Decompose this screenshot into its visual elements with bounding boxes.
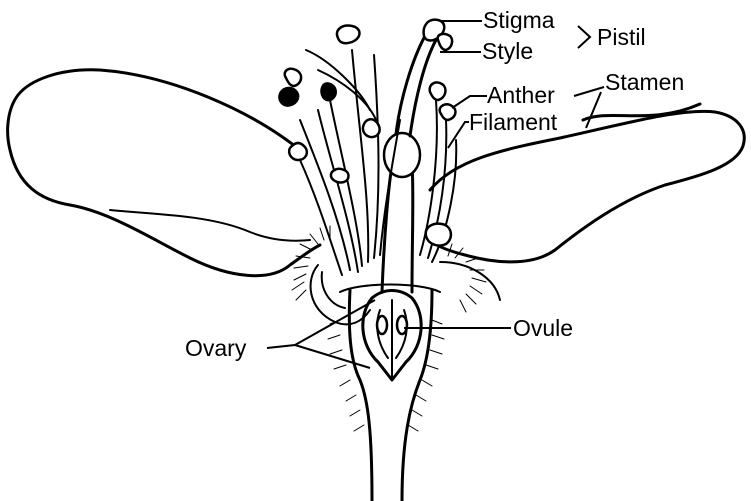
anther <box>279 87 299 106</box>
anther <box>438 34 452 50</box>
anther <box>337 26 360 44</box>
label-ovule: Ovule <box>513 315 573 341</box>
style <box>382 165 413 292</box>
pistil-brace <box>578 26 590 48</box>
left-petal <box>8 70 320 276</box>
label-ovary: Ovary <box>185 335 247 361</box>
anther <box>289 143 307 160</box>
label-stamen: Stamen <box>605 69 684 95</box>
anther <box>285 69 301 86</box>
ovule-right <box>397 316 407 334</box>
label-pistil: Pistil <box>597 24 646 50</box>
anther <box>331 169 349 183</box>
anther-leader <box>452 96 487 108</box>
sepal-left <box>311 265 370 324</box>
anther <box>426 224 451 246</box>
label-filament: Filament <box>469 109 558 135</box>
stamen-leader-bottom <box>586 92 601 128</box>
left-petal-fold <box>110 210 310 241</box>
ovary-leader-lower <box>295 345 370 368</box>
ovule-left <box>377 316 387 334</box>
anther <box>321 83 337 101</box>
anther <box>430 82 446 100</box>
sepal-left-inner <box>322 272 345 308</box>
label-style: Style <box>482 38 533 64</box>
style-swelling <box>384 133 420 177</box>
label-anther: Anther <box>487 82 555 108</box>
stem-left-edge <box>349 290 372 501</box>
anther <box>363 119 380 137</box>
label-stigma: Stigma <box>483 7 555 33</box>
filament-leader <box>448 122 469 148</box>
sepal-right <box>440 262 500 300</box>
ovary-leader-upper <box>267 300 375 348</box>
